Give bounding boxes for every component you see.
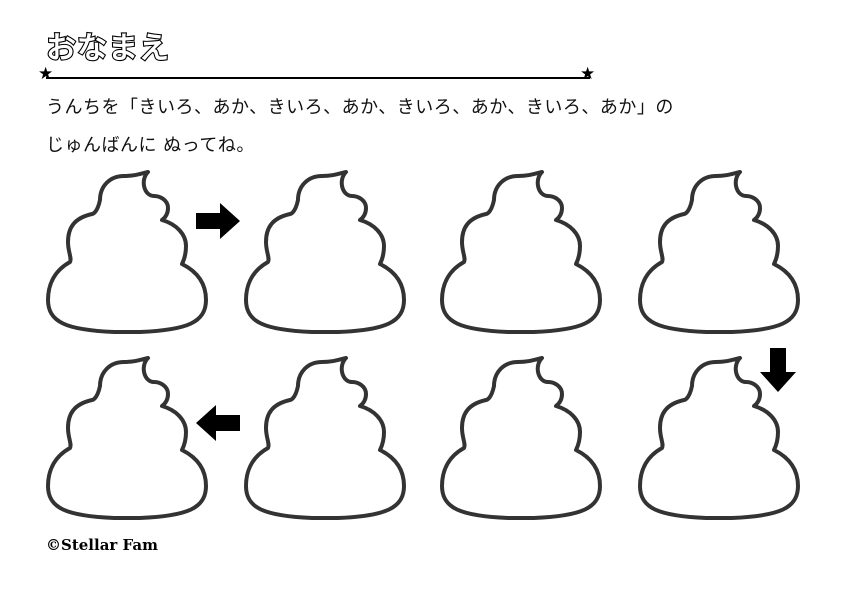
star-icon: ★ xyxy=(580,64,596,84)
instruction-line-1: うんちを「きいろ、あか、きいろ、あか、きいろ、あか、きいろ、あか」の xyxy=(46,97,674,118)
poop-outline-6[interactable] xyxy=(438,356,603,522)
poop-outline-8[interactable] xyxy=(44,356,209,522)
poop-outline-3[interactable] xyxy=(438,170,603,336)
poop-outline-2[interactable] xyxy=(242,170,407,336)
arrow-down-icon xyxy=(760,348,796,392)
copyright-notice: ©Stellar Fam xyxy=(46,536,158,554)
name-field-label: おなまえ xyxy=(45,31,170,66)
arrow-right-icon xyxy=(196,203,240,239)
poop-outline-7[interactable] xyxy=(242,356,407,522)
poop-outline-4[interactable] xyxy=(636,170,801,336)
name-writing-line[interactable] xyxy=(46,77,590,79)
arrow-left-icon xyxy=(196,405,240,441)
instruction-line-2: じゅんばんに ぬってね。 xyxy=(46,135,255,156)
star-icon: ★ xyxy=(38,64,54,84)
poop-outline-1[interactable] xyxy=(44,170,209,336)
